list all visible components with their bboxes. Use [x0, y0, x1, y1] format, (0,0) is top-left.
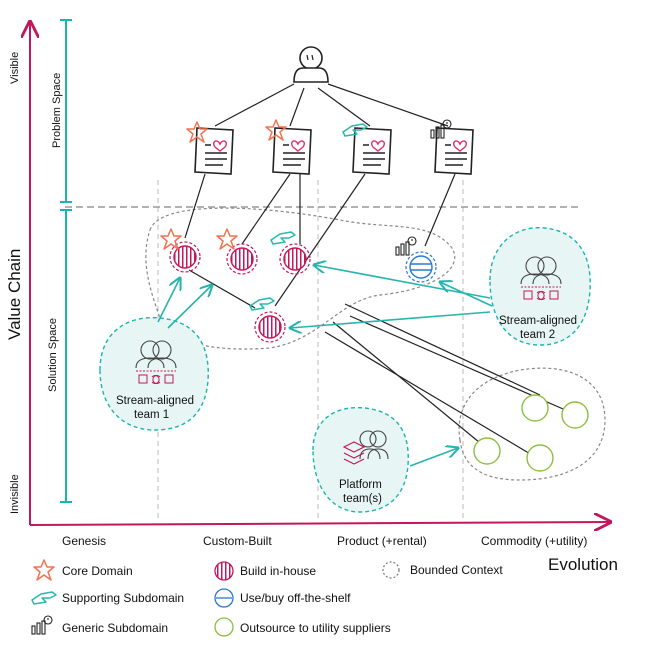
stream-aligned-team-1: Stream-aligned team 1	[99, 316, 209, 431]
doc-context-links	[184, 173, 456, 309]
platform-label-line2: team(s)	[343, 493, 382, 505]
legend-supporting-icon	[31, 591, 57, 605]
problem-space-label: Problem Space	[51, 73, 63, 148]
team-icon	[342, 430, 389, 465]
bounded-context-utility	[458, 367, 606, 481]
legend-bounded-icon	[382, 561, 400, 579]
legend-outsource-icon	[214, 617, 234, 637]
build-inhouse-core-2	[226, 243, 258, 275]
outsource-circle	[473, 437, 501, 465]
legend-generic-icon	[31, 615, 53, 635]
legend-buy-label: Use/buy off-the-shelf	[240, 591, 351, 605]
legend-supporting-label: Supporting Subdomain	[62, 591, 184, 605]
team-arrows	[157, 265, 493, 467]
build-inhouse-supporting	[279, 243, 311, 275]
solution-space-label: Solution Space	[47, 318, 59, 392]
platform-label-line1: Platform	[339, 479, 382, 491]
y-axis-bottom-label: Invisible	[9, 474, 21, 514]
y-axis-title: Value Chain	[5, 249, 24, 340]
outsource-circle	[526, 444, 554, 472]
stage-label-custom-built: Custom-Built	[203, 534, 272, 548]
user-icon	[293, 46, 329, 83]
legend-build-label: Build in-house	[240, 564, 316, 578]
core-doc-2	[272, 127, 312, 175]
team-1-label-line1: Stream-aligned	[116, 395, 194, 407]
buy-generic	[405, 251, 437, 283]
legend-core-label: Core Domain	[62, 564, 133, 578]
stage-label-commodity: Commodity (+utility)	[481, 534, 587, 548]
legend-buy-icon	[214, 588, 234, 608]
outsource-circle	[561, 401, 589, 429]
legend-outsource-label: Outsource to utility suppliers	[240, 621, 391, 635]
legend-core-icon	[33, 559, 55, 581]
stage-label-genesis: Genesis	[62, 534, 106, 548]
legend: Core Domain Supporting Subdomain Generic…	[31, 559, 503, 637]
space-brackets	[60, 19, 72, 503]
team-1-label-line2: team 1	[134, 409, 169, 421]
x-axis-title: Evolution	[548, 555, 618, 574]
y-axis-top-label: Visible	[9, 52, 21, 84]
legend-bounded-label: Bounded Context	[410, 563, 503, 577]
platform-team: Platform team(s)	[312, 406, 409, 513]
user-links	[214, 83, 449, 127]
stream-aligned-team-2: Stream-aligned team 2	[489, 227, 591, 346]
stage-label-product: Product (+rental)	[337, 534, 427, 548]
axes	[30, 22, 610, 525]
supporting-doc	[352, 127, 392, 175]
outsource-circle	[521, 394, 549, 422]
legend-build-icon	[214, 561, 234, 581]
build-inhouse-supporting-2	[254, 311, 286, 343]
star-icon	[160, 228, 182, 250]
team-2-label-line1: Stream-aligned	[499, 315, 577, 327]
supporting-hand-icon	[270, 231, 296, 245]
team-2-label-line2: team 2	[520, 329, 555, 341]
supporting-hand-icon	[249, 297, 275, 311]
legend-generic-label: Generic Subdomain	[62, 621, 168, 635]
generic-gauge-icon	[395, 236, 417, 256]
